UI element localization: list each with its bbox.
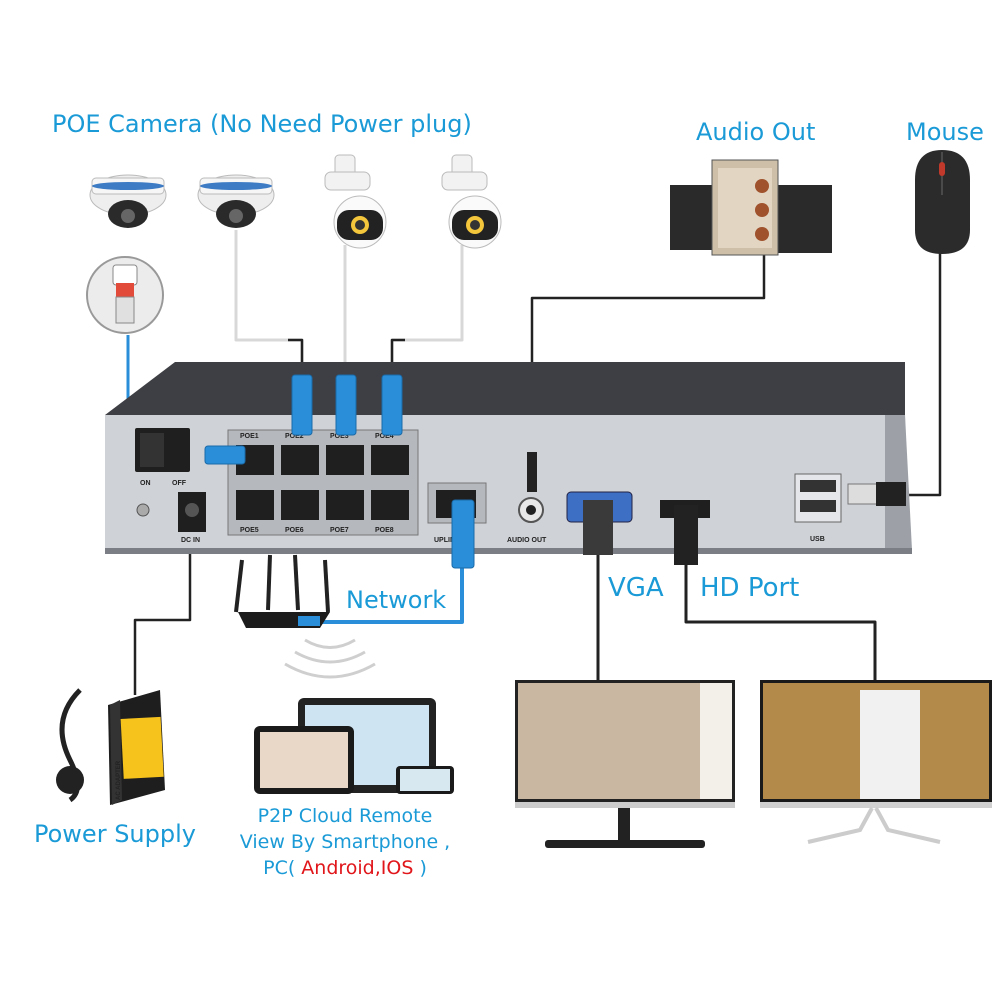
poe6-label: POE6 [285,527,304,534]
vga-label: VGA [608,573,664,603]
power-cable [133,535,192,695]
mouse-label: Mouse [906,118,984,146]
mouse-cable [905,250,942,497]
dome-camera-1-icon [89,174,167,228]
p2p-os: Android,IOS [295,857,420,879]
poe7-label: POE7 [330,527,349,534]
network-label: Network [346,586,447,614]
mouse-icon [915,150,970,254]
p2p-line-1: P2P Cloud Remote [257,805,433,827]
dome-camera-2-icon [197,174,275,228]
nvr-recorder: ON OFF DC IN POE1 POE2 POE3 POE4 POE5 PO… [105,362,912,554]
uplink-label: UPLINK [434,537,460,544]
network-cable [320,565,464,624]
speaker-icon [670,159,832,256]
hd-port-label: HD Port [700,573,800,603]
p2p-line-2: View By Smartphone , [239,831,451,853]
poe8-label: POE8 [375,527,394,534]
hd-monitor-icon [760,680,992,844]
p2p-pc: PC( [263,857,296,879]
p2p-line-3: PC( Android,IOS ) [230,855,460,881]
audio-out-label: AUDIO OUT [507,537,547,544]
router-icon [234,554,330,628]
waterproof-connector-icon [86,256,164,334]
ptz-camera-3-icon [324,154,387,249]
dc-in-label: DC IN [181,537,200,544]
power-adapter-icon [56,688,165,805]
wifi-icon [284,638,376,679]
power-supply-label: Power Supply [34,820,196,848]
adapter-label: AC ADAPTER [116,760,122,800]
poe-camera-label: POE Camera (No Need Power plug) [52,110,472,138]
ptz-camera-4-icon [441,154,502,249]
usb-label: USB [810,536,825,543]
audio-out-label-text: Audio Out [696,118,816,146]
off-label: OFF [172,480,187,487]
poe4-label: POE4 [375,433,394,440]
p2p-caption: P2P Cloud Remote View By Smartphone , PC… [230,803,460,881]
on-label: ON [140,480,151,487]
poe5-label: POE5 [240,527,259,534]
poe3-label: POE3 [330,433,349,440]
mobile-devices-icon [254,698,454,794]
p2p-close: ) [419,857,427,879]
poe1-label: POE1 [240,433,259,440]
hdmi-cable [684,565,877,680]
vga-monitor-icon [515,680,735,848]
poe2-label: POE2 [285,433,304,440]
